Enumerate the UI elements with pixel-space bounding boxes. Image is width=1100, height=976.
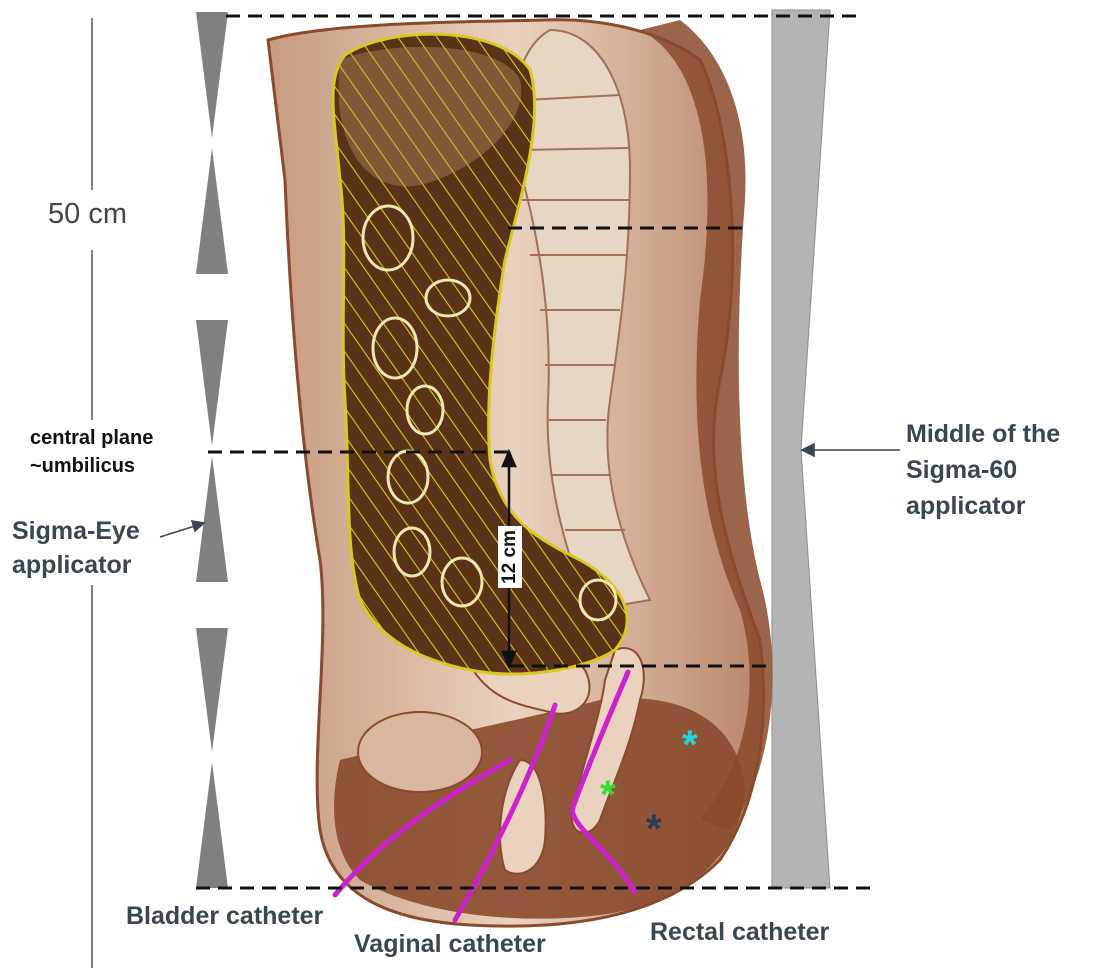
- central-plane-line2: ~umbilicus: [30, 452, 153, 480]
- marker-cyan: *: [682, 723, 698, 767]
- vaginal-catheter-label: Vaginal catheter: [354, 930, 546, 959]
- sigma-eye-pointer: [160, 525, 198, 537]
- marker-green: *: [600, 773, 616, 817]
- bladder: [358, 712, 482, 792]
- distance-label: 12 cm: [497, 516, 523, 598]
- sigma60-line2: Sigma-60: [906, 452, 1060, 488]
- central-plane-label: central plane ~umbilicus: [30, 424, 153, 480]
- marker-navy: *: [646, 807, 662, 851]
- sigma60-label: Middle of the Sigma-60 applicator: [906, 416, 1060, 524]
- bladder-catheter-label: Bladder catheter: [126, 902, 323, 931]
- distance-text: 12 cm: [498, 526, 522, 588]
- sigma60-line1: Middle of the: [906, 416, 1060, 452]
- rectal-catheter-label: Rectal catheter: [650, 918, 829, 947]
- sigma-eye-label: Sigma-Eye applicator: [12, 514, 140, 582]
- central-plane-line1: central plane: [30, 424, 153, 452]
- sigma-eye-applicator: [196, 12, 228, 888]
- sigma-eye-line1: Sigma-Eye: [12, 514, 140, 548]
- sigma60-line3: applicator: [906, 488, 1060, 524]
- sigma-eye-line2: applicator: [12, 548, 140, 582]
- total-height-label: 50 cm: [48, 198, 127, 231]
- sigma60-applicator: [772, 10, 830, 888]
